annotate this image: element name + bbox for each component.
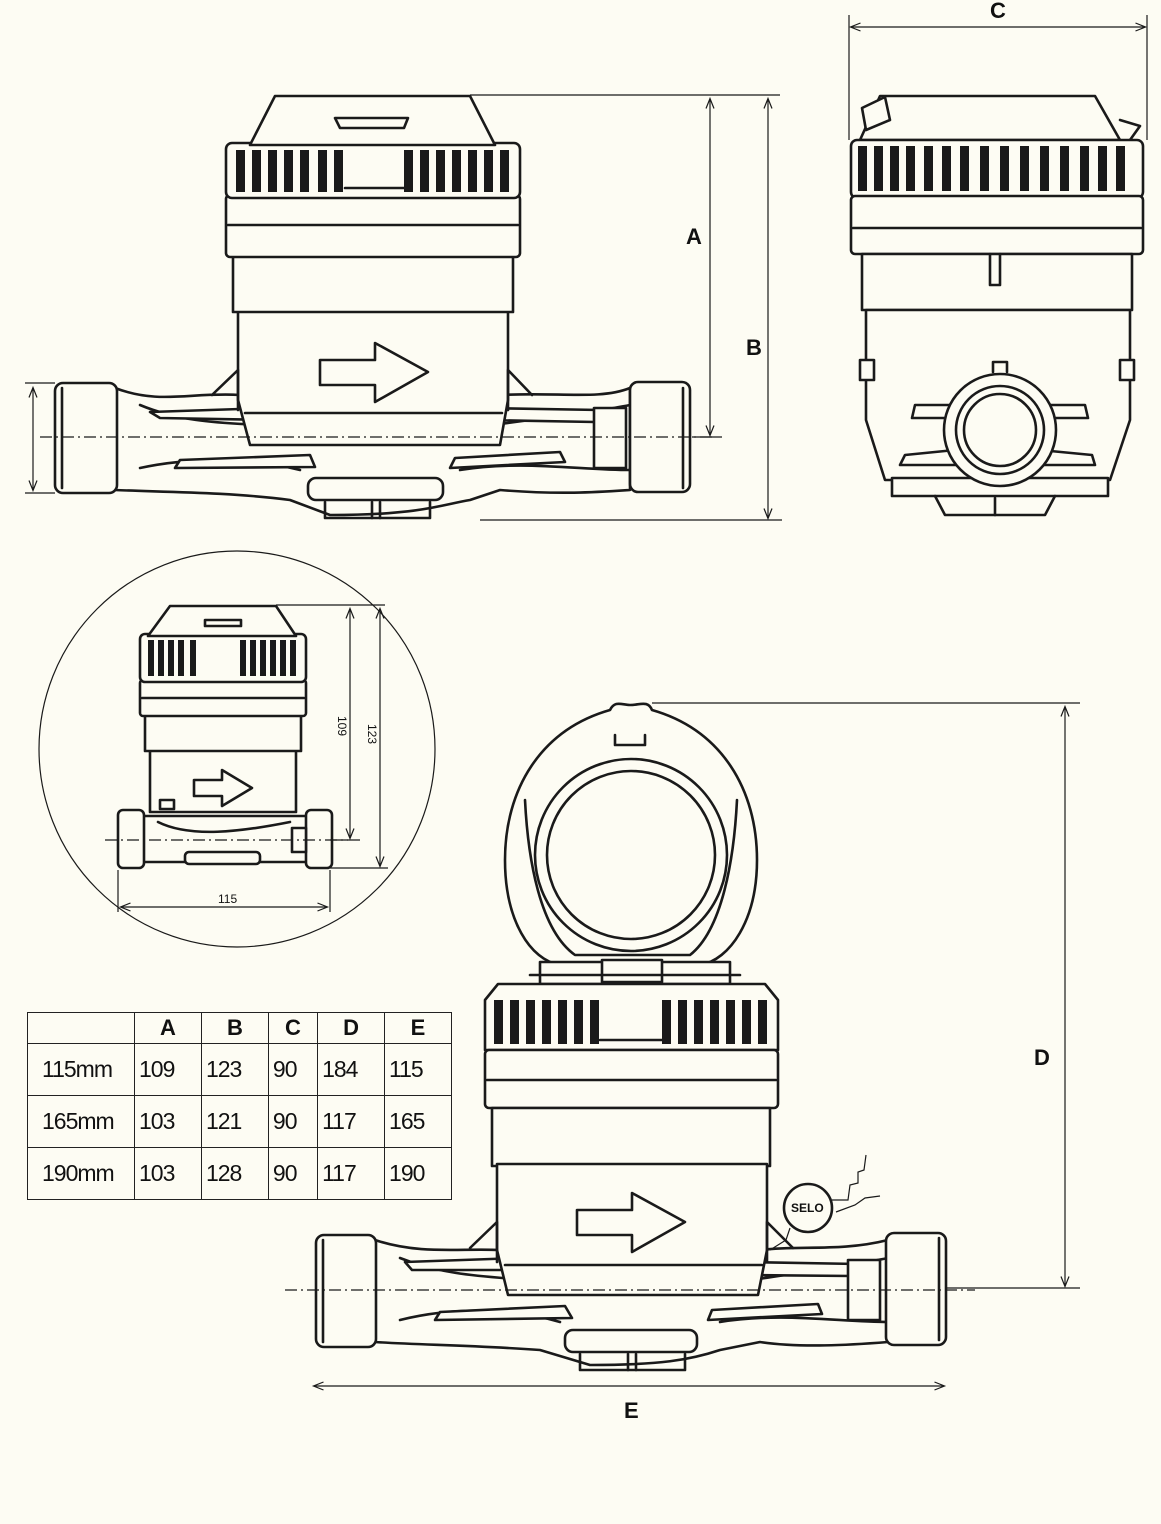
open-lid-view: SELO D E (285, 702, 1080, 1423)
table-cell: 115mm (27, 1043, 135, 1096)
table-cell: 90 (267, 1095, 319, 1148)
dimension-label-a: A (686, 224, 702, 249)
inset-width-115: 115 (218, 892, 237, 906)
table-header-cell: C (267, 1012, 319, 1044)
table-row: 115mm 109 123 90 184 115 (27, 1043, 452, 1096)
dimensions-table: A B C D E 115mm 109 123 90 184 115 165mm… (27, 1012, 452, 1200)
table-cell: 128 (200, 1147, 269, 1200)
inset-height-123: 123 (365, 724, 379, 744)
table-cell: 115 (384, 1043, 452, 1096)
table-header-cell: A (134, 1012, 202, 1044)
table-cell: 165 (384, 1095, 452, 1148)
table-cell: 103 (134, 1095, 202, 1148)
dimension-label-e: E (624, 1398, 639, 1423)
table-cell: 90 (267, 1043, 319, 1096)
table-header-cell: E (384, 1012, 452, 1044)
table-header-cell: B (200, 1012, 269, 1044)
table-cell: 123 (200, 1043, 269, 1096)
table-cell: 184 (317, 1043, 386, 1096)
table-cell: 117 (317, 1147, 386, 1200)
dimension-label-c: C (990, 0, 1006, 23)
dimension-label-b: B (746, 335, 762, 360)
selo-label: SELO (791, 1201, 824, 1215)
table-cell: 190 (384, 1147, 452, 1200)
table-header-row: A B C D E (27, 1012, 452, 1044)
front-view: A B (25, 94, 782, 521)
table-cell: 190mm (27, 1147, 135, 1200)
table-row: 190mm 103 128 90 117 190 (27, 1147, 452, 1200)
table-cell: 103 (134, 1147, 202, 1200)
table-row: 165mm 103 121 90 117 165 (27, 1095, 452, 1148)
table-header-cell (27, 1012, 135, 1044)
table-cell: 90 (267, 1147, 319, 1200)
table-cell: 117 (317, 1095, 386, 1148)
table-header-cell: D (317, 1012, 386, 1044)
inset-view: 109 123 115 (38, 550, 436, 948)
side-view: C (848, 0, 1148, 517)
table-cell: 165mm (27, 1095, 135, 1148)
inset-height-109: 109 (335, 716, 349, 736)
table-cell: 121 (200, 1095, 269, 1148)
dimension-label-d: D (1034, 1045, 1050, 1070)
table-cell: 109 (134, 1043, 202, 1096)
